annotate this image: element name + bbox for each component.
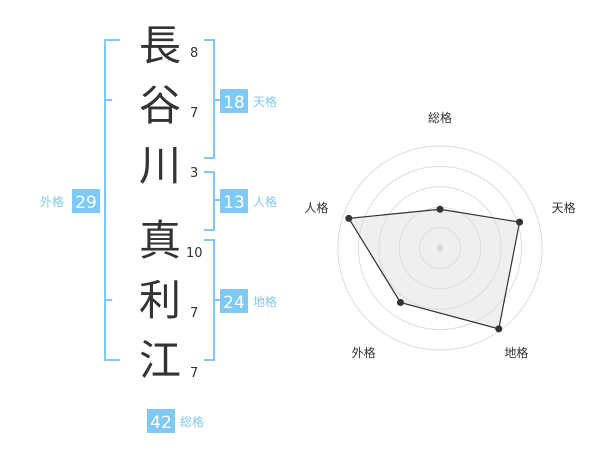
brackets bbox=[104, 39, 220, 361]
radar-axis-label: 天格 bbox=[552, 200, 576, 215]
radar-ring bbox=[357, 165, 523, 331]
tenkaku-value-box bbox=[220, 89, 248, 113]
stroke-count: 8 bbox=[190, 46, 198, 61]
jinkaku-label: 人格 bbox=[253, 194, 277, 209]
name-characters: 長 谷 川 真 利 江 bbox=[139, 21, 181, 385]
radar-axis-label: 外格 bbox=[352, 345, 376, 360]
chikaku-label: 地格 bbox=[253, 294, 277, 309]
name-char: 長 bbox=[139, 21, 181, 70]
jinkaku-bracket bbox=[204, 171, 220, 231]
stroke-count: 7 bbox=[190, 366, 198, 381]
radar-axis-label: 総格 bbox=[428, 110, 452, 125]
radar-point bbox=[345, 214, 353, 222]
soukaku-label: 総格 bbox=[180, 414, 204, 429]
gaikaku-value-box bbox=[72, 189, 100, 213]
jinkaku-value-box bbox=[220, 189, 248, 213]
stroke-counts: 8 7 3 10 7 7 bbox=[186, 46, 203, 381]
name-char: 真 bbox=[139, 216, 181, 265]
radar-shape bbox=[345, 205, 524, 333]
chikaku-value-box bbox=[220, 289, 248, 313]
radar-ring bbox=[378, 186, 502, 310]
fortune-labels: 18 天格 13 人格 24 地格 外格 29 42 総格 bbox=[40, 89, 277, 433]
name-char: 谷 bbox=[139, 81, 181, 130]
name-char: 江 bbox=[139, 336, 181, 385]
chikaku-value: 24 bbox=[223, 293, 245, 313]
gaikaku-bracket bbox=[104, 39, 120, 361]
stroke-count: 10 bbox=[186, 246, 203, 261]
name-char: 利 bbox=[139, 276, 181, 325]
soukaku-value-box bbox=[147, 409, 175, 433]
radar-axis-label: 人格 bbox=[304, 200, 328, 215]
radar-point bbox=[495, 325, 503, 333]
radar-rings bbox=[337, 145, 543, 351]
stroke-count: 7 bbox=[190, 106, 198, 121]
gaikaku-value: 29 bbox=[75, 193, 97, 213]
radar-polygon bbox=[347, 208, 521, 330]
radar-ring bbox=[419, 227, 461, 269]
stroke-count: 7 bbox=[190, 306, 198, 321]
radar-point bbox=[516, 218, 524, 226]
radar-center bbox=[437, 245, 443, 251]
tenkaku-label: 天格 bbox=[253, 94, 277, 109]
tenkaku-value: 18 bbox=[223, 93, 245, 113]
jinkaku-value: 13 bbox=[223, 193, 245, 213]
radar-point bbox=[436, 205, 444, 213]
soukaku-value: 42 bbox=[150, 413, 172, 433]
tenkaku-bracket bbox=[204, 39, 220, 159]
radar-ring bbox=[337, 145, 543, 351]
name-char: 川 bbox=[139, 141, 181, 190]
stroke-count: 3 bbox=[190, 166, 198, 181]
radar-axis-label: 地格 bbox=[504, 345, 528, 360]
chikaku-bracket bbox=[204, 239, 220, 361]
gaikaku-label: 外格 bbox=[40, 194, 64, 209]
radar-point bbox=[396, 298, 404, 306]
